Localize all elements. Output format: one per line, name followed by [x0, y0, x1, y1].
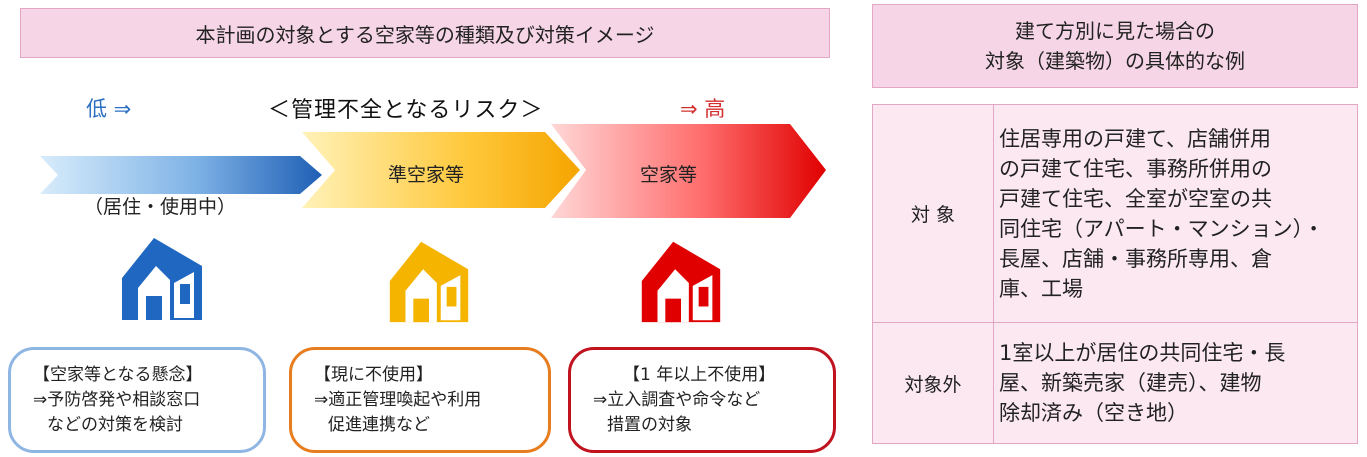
callout-stage-3: 【1 年以上不使用】 ⇒立入調査や命令など 措置の対象 — [568, 347, 836, 453]
stage-1-label: （居住・使用中） — [84, 196, 237, 218]
callout-1-line-3: などの対策を検討 — [47, 414, 183, 435]
callout-3-line-3: 措置の対象 — [607, 414, 692, 435]
row-content-target: 住居専用の戸建て、店舗併用 の戸建て住宅、事務所併用の 戸建て住宅、全室が空室の… — [999, 105, 1353, 322]
row-content-excluded: 1室以上が居住の共同住宅・長 屋、新築売家（建売）、建物 除却済み（空き地） — [999, 323, 1353, 443]
excluded-line-2: 屋、新築売家（建売）、建物 — [999, 371, 1262, 395]
callout-2-line-3: 促進連携など — [328, 414, 430, 435]
target-line-6: 庫、工場 — [999, 276, 1083, 301]
table-title-line-1: 建て方別に見た場合の — [1015, 19, 1215, 43]
callout-2-line-2: ⇒適正管理喚起や利用 — [314, 389, 482, 410]
stage-3-label: 空家等 — [640, 164, 698, 186]
table-row-excluded: 対象外 1室以上が居住の共同住宅・長 屋、新築売家（建売）、建物 除却済み（空き… — [873, 323, 1357, 443]
stage-2-label: 準空家等 — [388, 164, 465, 186]
house-blue-icon — [122, 238, 202, 320]
risk-heading: ＜管理不全となるリスク＞ — [268, 98, 544, 123]
arrow-stage-1 — [40, 156, 322, 194]
table-title: 建て方別に見た場合の 対象（建築物）の具体的な例 — [872, 4, 1358, 88]
excluded-line-3: 除却済み（空き地） — [999, 401, 1188, 425]
diagram-title: 本計画の対象とする空家等の種類及び対策イメージ — [20, 8, 830, 58]
risk-arrows — [40, 124, 826, 218]
target-line-5: 長屋、店舗・事務所専用、倉 — [999, 246, 1272, 271]
callout-3-line-1: 【1 年以上不使用】 — [623, 364, 776, 385]
row-header-excluded: 対象外 — [873, 323, 994, 443]
house-red-icon — [641, 241, 721, 323]
table-row-target: 対 象 住居専用の戸建て、店舗併用 の戸建て住宅、事務所併用の 戸建て住宅、全室… — [873, 105, 1357, 323]
excluded-line-1: 1室以上が居住の共同住宅・長 — [999, 341, 1286, 365]
target-line-2: の戸建て住宅、事務所併用の — [999, 156, 1272, 181]
callout-3-line-2: ⇒立入調査や命令など — [593, 389, 761, 410]
low-risk-label: 低 ⇒ — [86, 97, 132, 121]
arrow-stage-2 — [302, 132, 580, 208]
row-header-target: 対 象 — [873, 105, 994, 322]
high-risk-label: ⇒ 高 — [680, 97, 726, 121]
arrow-stage-3 — [551, 124, 826, 218]
callout-1-line-2: ⇒予防啓発や相談窓口 — [33, 389, 201, 410]
target-line-1: 住居専用の戸建て、店舗併用 — [999, 126, 1271, 151]
callout-1-line-1: 【空家等となる懸念】 — [33, 364, 203, 385]
table-title-line-2: 対象（建築物）の具体的な例 — [985, 49, 1245, 73]
examples-table: 対 象 住居専用の戸建て、店舗併用 の戸建て住宅、事務所併用の 戸建て住宅、全室… — [872, 104, 1358, 444]
callout-stage-2: 【現に不使用】 ⇒適正管理喚起や利用 促進連携など — [289, 347, 551, 453]
target-line-4: 同住宅（アパート・マンション）・ — [999, 216, 1325, 241]
house-yellow-icon — [389, 241, 469, 323]
target-line-3: 戸建て住宅、全室が空室の共 — [999, 186, 1272, 211]
callout-2-line-1: 【現に不使用】 — [314, 364, 433, 385]
callout-stage-1: 【空家等となる懸念】 ⇒予防啓発や相談窓口 などの対策を検討 — [8, 347, 266, 453]
